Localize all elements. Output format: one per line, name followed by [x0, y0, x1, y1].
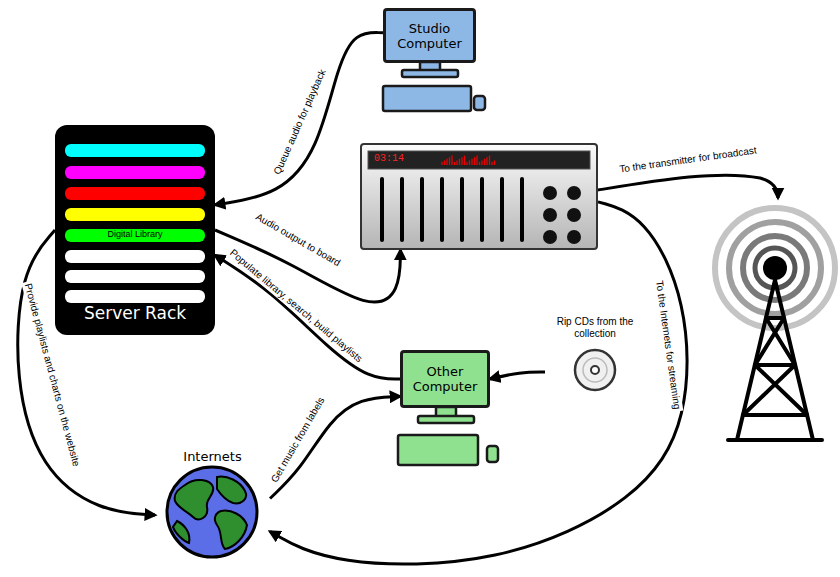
connector	[490, 372, 545, 379]
node-text: Internets	[155, 449, 270, 464]
connector	[215, 33, 383, 205]
other-computer: Other Computer	[400, 350, 490, 408]
node-text: Studio Computer	[389, 21, 470, 51]
node-text: Rip CDs from the collection	[545, 316, 645, 340]
node-text: 03:14	[374, 151, 404, 167]
disc-icon	[545, 346, 645, 392]
server-rack: Digital LibraryServer Rack	[55, 125, 215, 335]
internets-globe: Internets	[155, 449, 270, 559]
studio-computer-parts	[383, 62, 485, 111]
studio-computer: Studio Computer	[383, 8, 476, 63]
globe-icon	[155, 465, 270, 559]
cd-disc: Rip CDs from the collection	[545, 316, 645, 396]
transmitter-tower	[715, 208, 835, 440]
edge-label: Audio output to board	[252, 210, 344, 270]
transmitter-arrow	[598, 175, 778, 198]
other-computer-parts	[398, 407, 498, 465]
edge-label: Populate library, search, build playlist…	[226, 246, 367, 367]
mixing-board: 03:14	[360, 143, 598, 250]
edge-label: Queue audio for playback	[271, 66, 330, 179]
arrow-label: To the transmitter for broadcast	[617, 144, 760, 176]
node-text: Digital Library	[55, 228, 215, 241]
node-text: Server Rack	[55, 303, 215, 323]
node-text: Other Computer	[406, 364, 484, 394]
